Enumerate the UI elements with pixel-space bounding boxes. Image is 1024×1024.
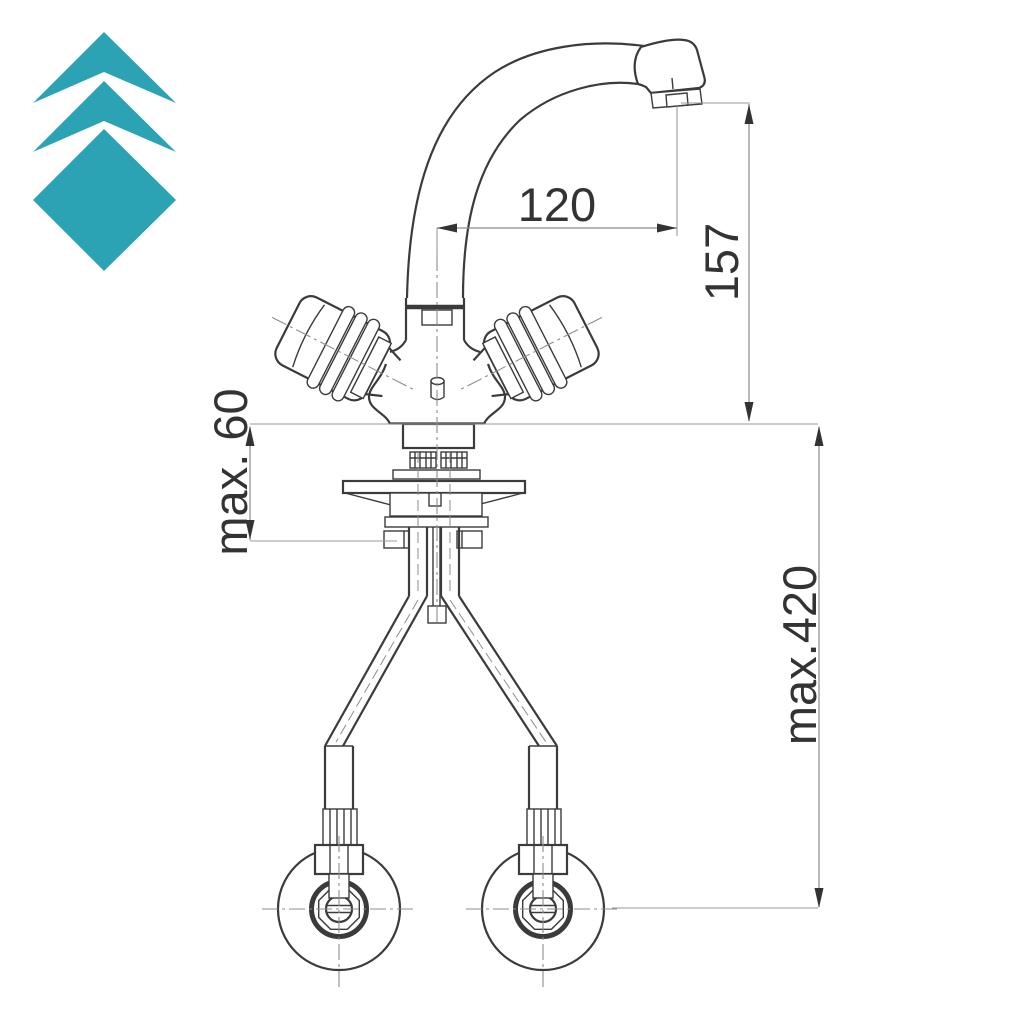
left-supply-pipe — [323, 595, 428, 809]
dim-label-supply-drop: max.420 — [773, 565, 826, 745]
mounting-hardware — [341, 422, 527, 624]
logo-chevron-top — [33, 32, 176, 103]
dimension-max420: max.420 — [773, 426, 826, 908]
brand-logo — [33, 32, 176, 271]
right-handle — [459, 295, 603, 402]
dim-label-outlet-height: 157 — [695, 223, 748, 301]
faucet-spout — [405, 38, 706, 299]
logo-diamond — [33, 129, 176, 271]
centerlines — [417, 255, 451, 622]
mounting-flange — [341, 479, 527, 495]
dimension-157: 157 — [695, 104, 754, 422]
spout-head — [633, 38, 706, 95]
dim-label-deck-thickness: max. 60 — [204, 388, 257, 555]
dimension-max60: max. 60 — [204, 388, 257, 555]
logo-chevron-middle — [33, 81, 176, 152]
dim-label-spout-reach: 120 — [518, 178, 596, 231]
mounting-nuts — [409, 451, 468, 469]
left-wall-connection — [262, 808, 416, 988]
right-wall-connection — [466, 808, 620, 988]
left-handle — [271, 295, 415, 402]
dimension-120: 120 — [437, 178, 677, 233]
extension-lines — [250, 102, 818, 909]
right-supply-pipe — [440, 595, 559, 809]
